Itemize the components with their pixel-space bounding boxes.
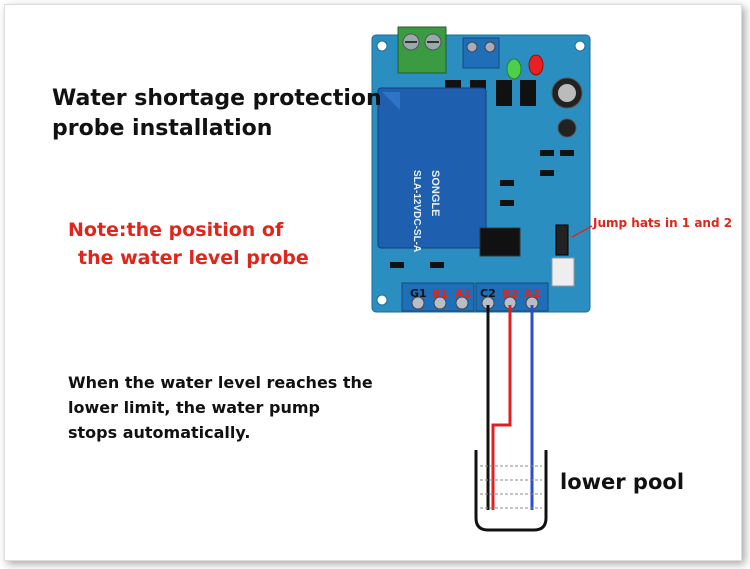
pool-label: lower pool — [560, 470, 685, 494]
ic-chip — [479, 227, 521, 257]
note-line-2: the water level probe — [78, 247, 309, 269]
note-line-1: Note:the position of — [68, 219, 284, 241]
power-terminal — [397, 26, 447, 74]
terminal-a1-label: A1 — [455, 287, 472, 300]
description-line-1: When the water level reaches the — [68, 373, 373, 392]
title: Water shortage protection probe installa… — [52, 84, 382, 144]
jumper-header — [555, 224, 569, 256]
relay-brand: SONGLE — [429, 170, 441, 216]
description: When the water level reaches the lower l… — [68, 370, 373, 445]
description-line-2: lower limit, the water pump — [68, 398, 320, 417]
jump-hats-label: Jump hats in 1 and 2 — [593, 216, 733, 230]
terminal-g1-label: G1 — [410, 287, 427, 300]
terminal-c2-label: C2 — [480, 287, 496, 300]
relay — [377, 87, 487, 249]
terminal-b2-label: B2 — [502, 287, 519, 300]
terminal-b1-label: B1 — [432, 287, 449, 300]
red-led — [528, 54, 544, 76]
relay-model: SLA-12VDC-SL-A — [411, 170, 422, 252]
green-led — [506, 58, 522, 80]
probe-wire-red — [491, 305, 512, 510]
title-line-1: Water shortage protection — [52, 86, 382, 111]
pool-container — [474, 450, 548, 532]
title-line-2: probe installation — [52, 116, 273, 141]
description-line-3: stops automatically. — [68, 423, 251, 442]
terminal-a2-label: A2 — [524, 287, 541, 300]
white-connector — [551, 257, 575, 287]
